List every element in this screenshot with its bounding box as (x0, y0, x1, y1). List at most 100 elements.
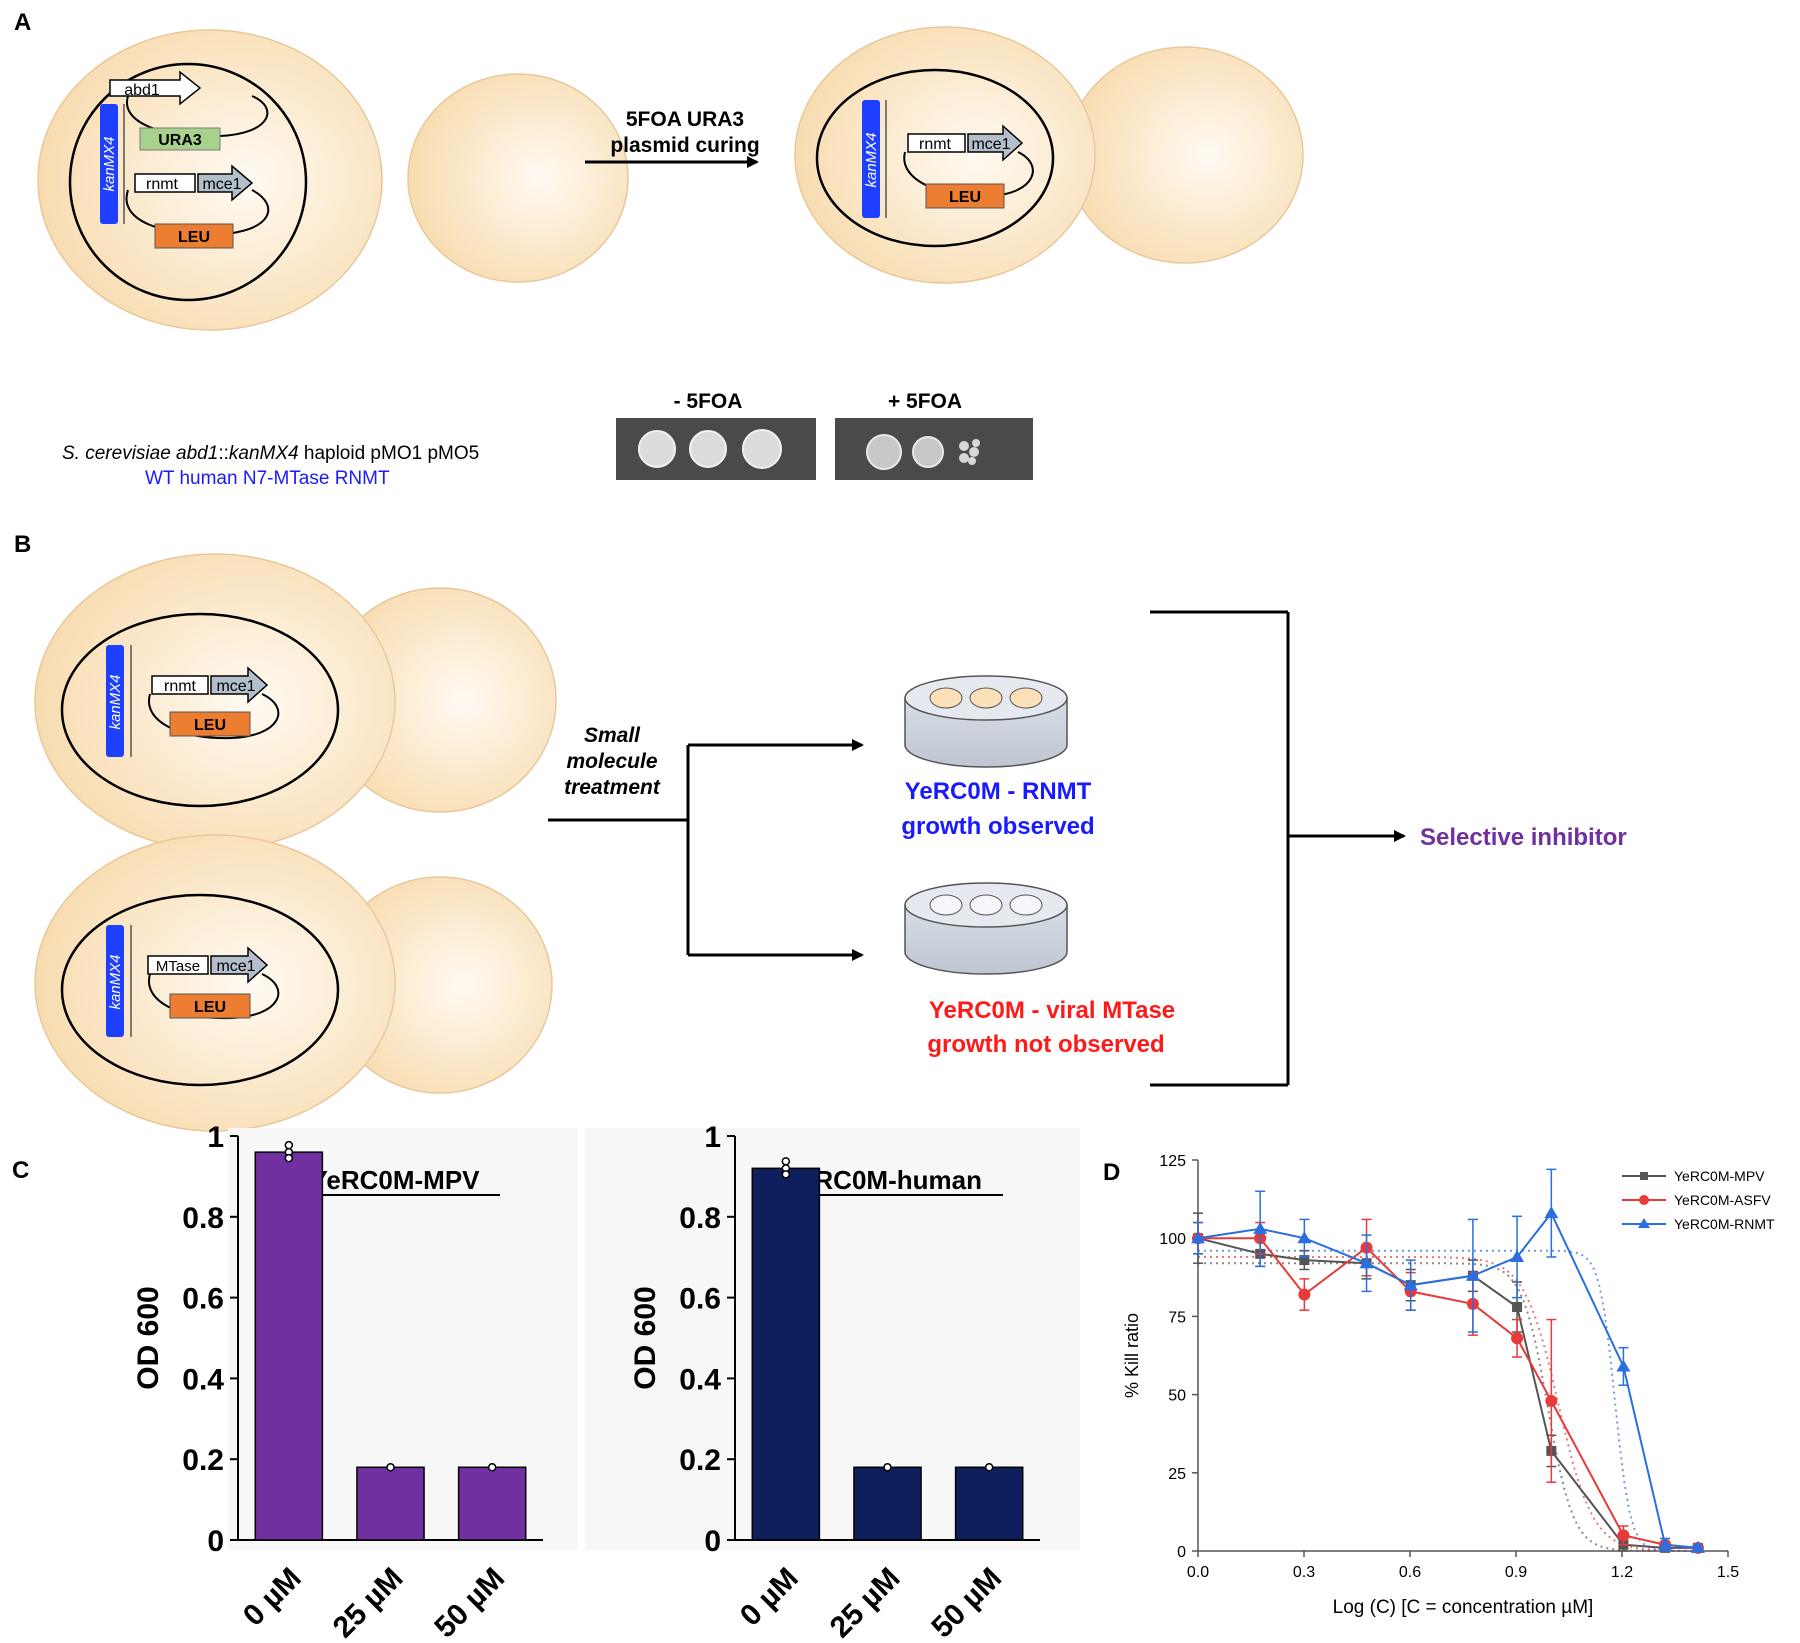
y-axis-label: OD 600 (629, 1286, 662, 1389)
cell-bud (407, 73, 629, 283)
mce1-gene-arrow (210, 946, 269, 984)
data-point (284, 1140, 294, 1150)
x-tick-label: 0 µM (237, 1562, 308, 1633)
abd1-label: abd1 (124, 82, 160, 99)
bar (751, 1167, 821, 1541)
nucleus (815, 68, 1055, 248)
data-point (1544, 1206, 1559, 1219)
rnmt-result-line2: growth observed (901, 813, 1094, 840)
kanmx4-block (106, 925, 124, 1037)
legend-marker (1638, 1218, 1650, 1228)
mce1-label: mce1 (971, 136, 1010, 153)
rnmt-result-line1: YeRC0M - RNMT (905, 778, 1092, 805)
data-point (781, 1157, 791, 1166)
mce1-gene-arrow (967, 124, 1024, 162)
rnmt-gene-box (134, 173, 196, 193)
plate-plus-5foa (835, 418, 1033, 480)
y-tick-label: 0.8 (679, 1202, 721, 1235)
fit-curve (1198, 1249, 1700, 1552)
data-point (1298, 1288, 1311, 1301)
viral-result-line2: growth not observed (927, 1031, 1164, 1058)
y-tick-label: 0.4 (679, 1363, 721, 1396)
dish-no-growth (904, 882, 1068, 975)
leu-box (154, 223, 234, 249)
y-tick-label: 0.2 (679, 1444, 721, 1477)
kanmx4-label: kanMX4 (101, 136, 118, 191)
kanmx4-label: kanMX4 (107, 674, 124, 729)
legend-label: YeRC0M-MPV (1674, 1168, 1765, 1184)
y-tick-label: 0.6 (182, 1283, 224, 1316)
x-tick-label: 25 µM (824, 1562, 907, 1643)
data-point (1299, 1255, 1310, 1266)
legend-label: YeRC0M-ASFV (1674, 1192, 1771, 1208)
y-tick-label: 0.2 (182, 1444, 224, 1477)
legend-marker (1639, 1195, 1649, 1205)
bar (254, 1151, 324, 1541)
kanmx4-label: kanMX4 (863, 132, 880, 187)
mce1-gene-arrow (197, 164, 254, 202)
merge-bracket (1150, 610, 1406, 1087)
data-point (1510, 1249, 1525, 1262)
kanmx4-label: kanMX4 (107, 954, 124, 1009)
rnmt-label: rnmt (146, 176, 179, 193)
kanmx4-block (100, 104, 118, 224)
data-point (284, 1153, 294, 1163)
x-tick-label: 0.3 (1293, 1564, 1315, 1581)
data-point (1253, 1221, 1268, 1234)
plate-plus-label: + 5FOA (888, 390, 962, 413)
bar (457, 1466, 527, 1541)
plate-minus-5foa (616, 418, 816, 480)
y-tick-label: 50 (1168, 1388, 1186, 1405)
nucleus (60, 612, 340, 808)
mtase-label: MTase (156, 958, 200, 975)
branch-connector (548, 739, 864, 961)
data-point (1191, 1231, 1205, 1244)
treatment-label-3: treatment (564, 776, 661, 799)
yeast-cell-b-top: kanMX4 rnmt mce1 LEU (34, 553, 557, 851)
y-tick-label: 75 (1168, 1309, 1186, 1326)
mtase-gene-box (147, 955, 209, 975)
treatment-label-2: molecule (566, 750, 657, 773)
rnmt-label: rnmt (164, 678, 197, 695)
y-tick-label: 1 (704, 1121, 721, 1154)
plate-minus-label: - 5FOA (674, 390, 743, 413)
curing-label-1: 5FOA URA3 (626, 108, 744, 131)
mce1-label: mce1 (216, 958, 255, 975)
bar (954, 1466, 1024, 1541)
nucleus (60, 893, 340, 1087)
data-point (1403, 1278, 1418, 1291)
y-tick-label: 25 (1168, 1466, 1186, 1483)
x-tick-label: 0.9 (1505, 1564, 1527, 1581)
y-axis-label: % Kill ratio (1122, 1313, 1142, 1398)
data-point (1616, 1359, 1631, 1372)
data-point (1511, 1332, 1524, 1345)
y-tick-label: 100 (1159, 1231, 1186, 1248)
data-point (487, 1463, 497, 1472)
data-point (883, 1463, 892, 1472)
data-point (1545, 1394, 1558, 1407)
y-tick-label: 1 (207, 1121, 224, 1154)
data-point (1297, 1231, 1312, 1244)
rnmt-gene-box (907, 133, 966, 153)
x-tick-label: 1.5 (1717, 1564, 1739, 1581)
strain-subtitle: WT human N7-MTase RNMT (145, 468, 390, 489)
yeast-cell-b-bottom: kanMX4 MTase mce1 LEU (34, 834, 553, 1132)
bar (356, 1466, 425, 1541)
leu-label: LEU (949, 189, 981, 206)
kanmx4-block (862, 100, 880, 218)
x-tick-label: 50 µM (428, 1562, 511, 1643)
nucleus (68, 62, 308, 302)
data-point (1359, 1256, 1374, 1269)
data-point (1512, 1302, 1523, 1313)
chart-title: YeRC0M-MPV (310, 1165, 480, 1195)
kanmx4-block (106, 645, 124, 757)
ura3-label: URA3 (158, 132, 202, 149)
panel-label-a: A (14, 9, 31, 36)
y-tick-label: 0.8 (182, 1202, 224, 1235)
panel-label-d: D (1103, 1159, 1120, 1186)
x-tick-label: 0.6 (1399, 1564, 1421, 1581)
data-point (1465, 1268, 1480, 1281)
